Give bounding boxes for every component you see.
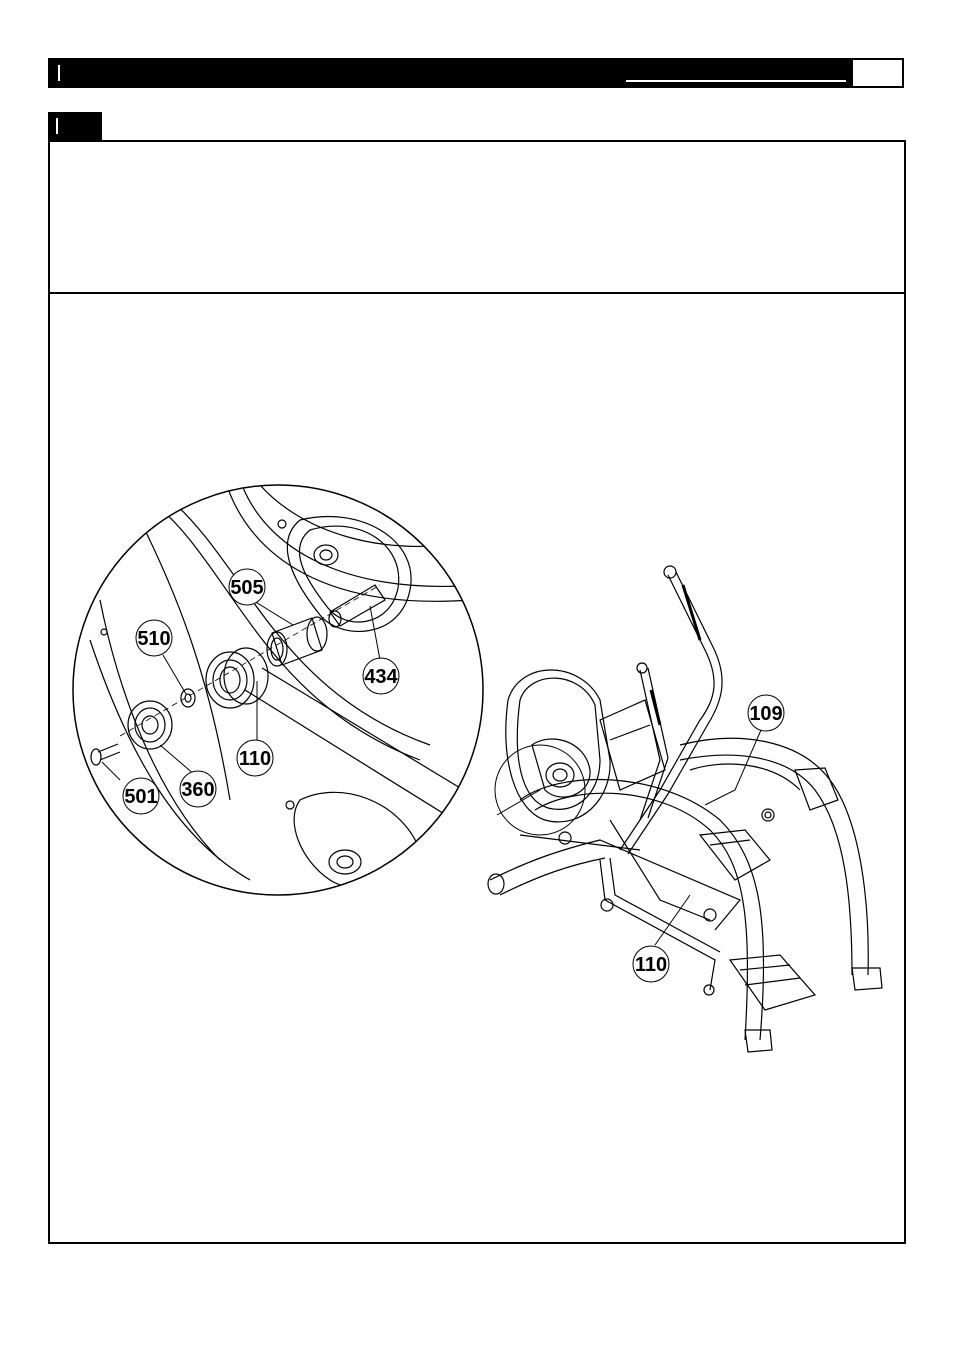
callout-510: 510 (135, 619, 173, 657)
figure-box (48, 292, 906, 1244)
callout-109: 109 (747, 694, 785, 732)
callout-110-main-label: 110 (635, 954, 667, 976)
callout-110-detail-label: 110 (239, 748, 271, 770)
callout-110-detail: 110 (236, 739, 274, 777)
elliptical-machine (487, 565, 883, 1053)
header-bar (48, 58, 904, 88)
step-marker (56, 118, 58, 134)
callout-434-label: 434 (364, 666, 398, 688)
header-title-band (50, 60, 853, 86)
callout-505-label: 505 (230, 577, 263, 599)
callout-510-label: 510 (137, 628, 170, 650)
callout-501: 501 (122, 777, 160, 815)
callout-110-main: 110 (632, 945, 670, 983)
header-marker (58, 65, 60, 81)
callout-360: 360 (179, 770, 217, 808)
callout-501-label: 501 (124, 786, 157, 808)
detail-view (72, 484, 484, 896)
step-tab (48, 112, 102, 140)
leader-lines (101, 600, 762, 946)
header-underline (626, 80, 846, 82)
callout-360-label: 360 (181, 779, 214, 801)
callout-109-label: 109 (749, 703, 782, 725)
callout-434: 434 (362, 657, 400, 695)
callout-505: 505 (228, 568, 266, 606)
